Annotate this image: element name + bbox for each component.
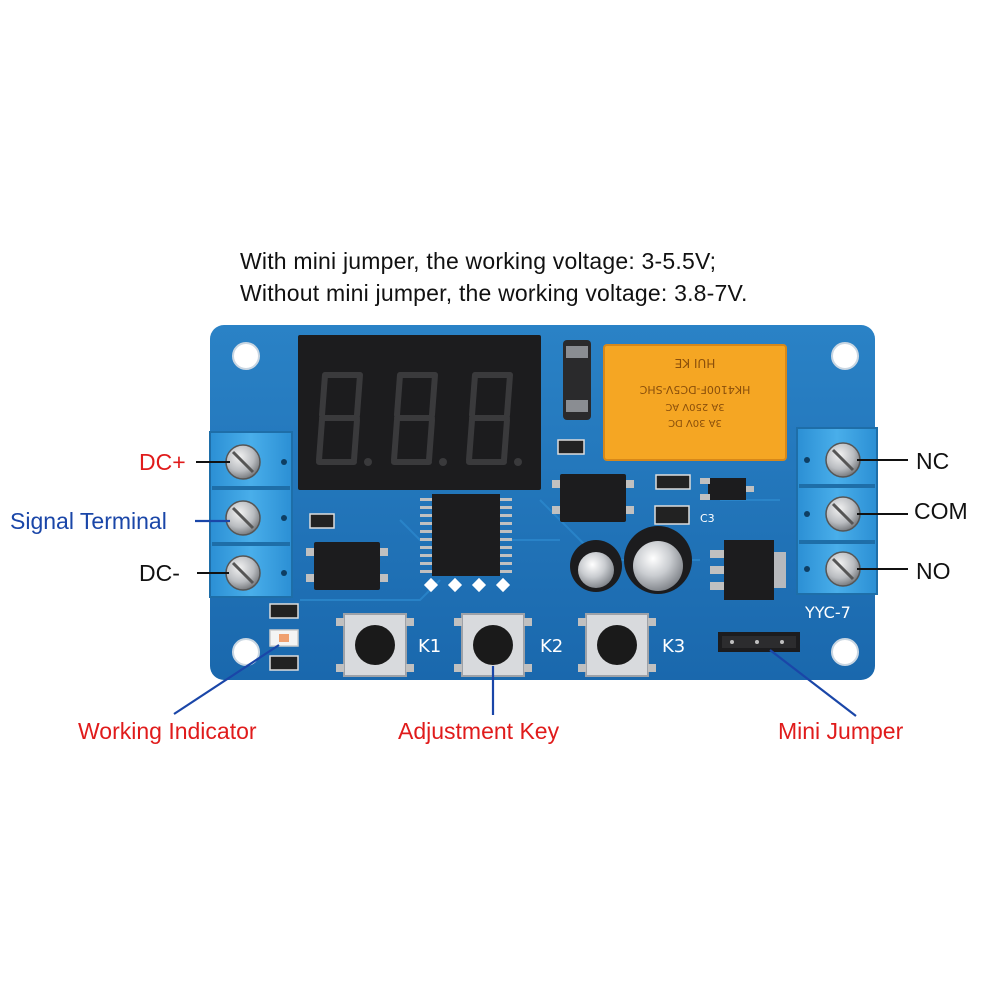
label-mini-jumper: Mini Jumper [778, 718, 904, 744]
test-pads [423, 577, 511, 593]
capacitor-label: C3 [700, 512, 715, 525]
button-k3 [578, 613, 656, 677]
voltage-note-with-jumper: With mini jumper, the working voltage: 3… [240, 248, 717, 274]
smd-components: C3 [309, 439, 754, 529]
button-k2 [454, 613, 532, 677]
diode [563, 340, 591, 420]
label-dc-plus: DC+ [139, 449, 186, 475]
label-com: COM [914, 498, 968, 524]
leader-mini-jumper [769, 649, 857, 717]
label-signal-terminal: Signal Terminal [10, 508, 167, 534]
relay-text-model: HK4100F-DC5V-SHC [639, 383, 750, 396]
key-label-k2: K2 [540, 636, 563, 657]
left-terminal-block [209, 431, 293, 598]
relay: HUI KE HK4100F-DC5V-SHC 3A 250V AC 3A 30… [603, 344, 787, 461]
leader-working-indicator [173, 644, 280, 715]
right-terminal-block [796, 427, 878, 595]
mount-hole-top-right [831, 342, 859, 370]
optocoupler-top [552, 474, 634, 522]
key-label-k1: K1 [418, 636, 441, 657]
board-model-label: YYC-7 [804, 603, 851, 622]
mount-hole-bottom-left [232, 638, 260, 666]
leader-lines-black [196, 459, 908, 574]
key-label-k3: K3 [662, 636, 685, 657]
label-working-indicator: Working Indicator [78, 718, 257, 744]
leader-lines-blue [173, 519, 857, 717]
relay-text-brand: HUI KE [675, 356, 716, 370]
relay-text-dc: 3A 30V DC [668, 417, 722, 428]
seven-segment-display [298, 335, 541, 490]
microcontroller-chip [420, 494, 512, 576]
mount-hole-top-left [232, 342, 260, 370]
mount-hole-bottom-right [831, 638, 859, 666]
optocoupler-bottom [306, 542, 388, 590]
indicator-components [269, 603, 299, 671]
voltage-note-without-jumper: Without mini jumper, the working voltage… [240, 280, 748, 306]
electrolytic-capacitors [570, 526, 692, 594]
label-dc-minus: DC- [139, 560, 180, 586]
label-no: NO [916, 558, 951, 584]
label-nc: NC [916, 448, 950, 474]
voltage-regulator [710, 540, 786, 600]
label-adjustment-key: Adjustment Key [398, 718, 560, 744]
mini-jumper [718, 632, 800, 652]
button-k1 [336, 613, 414, 677]
relay-text-ac: 3A 250V AC [665, 401, 724, 412]
